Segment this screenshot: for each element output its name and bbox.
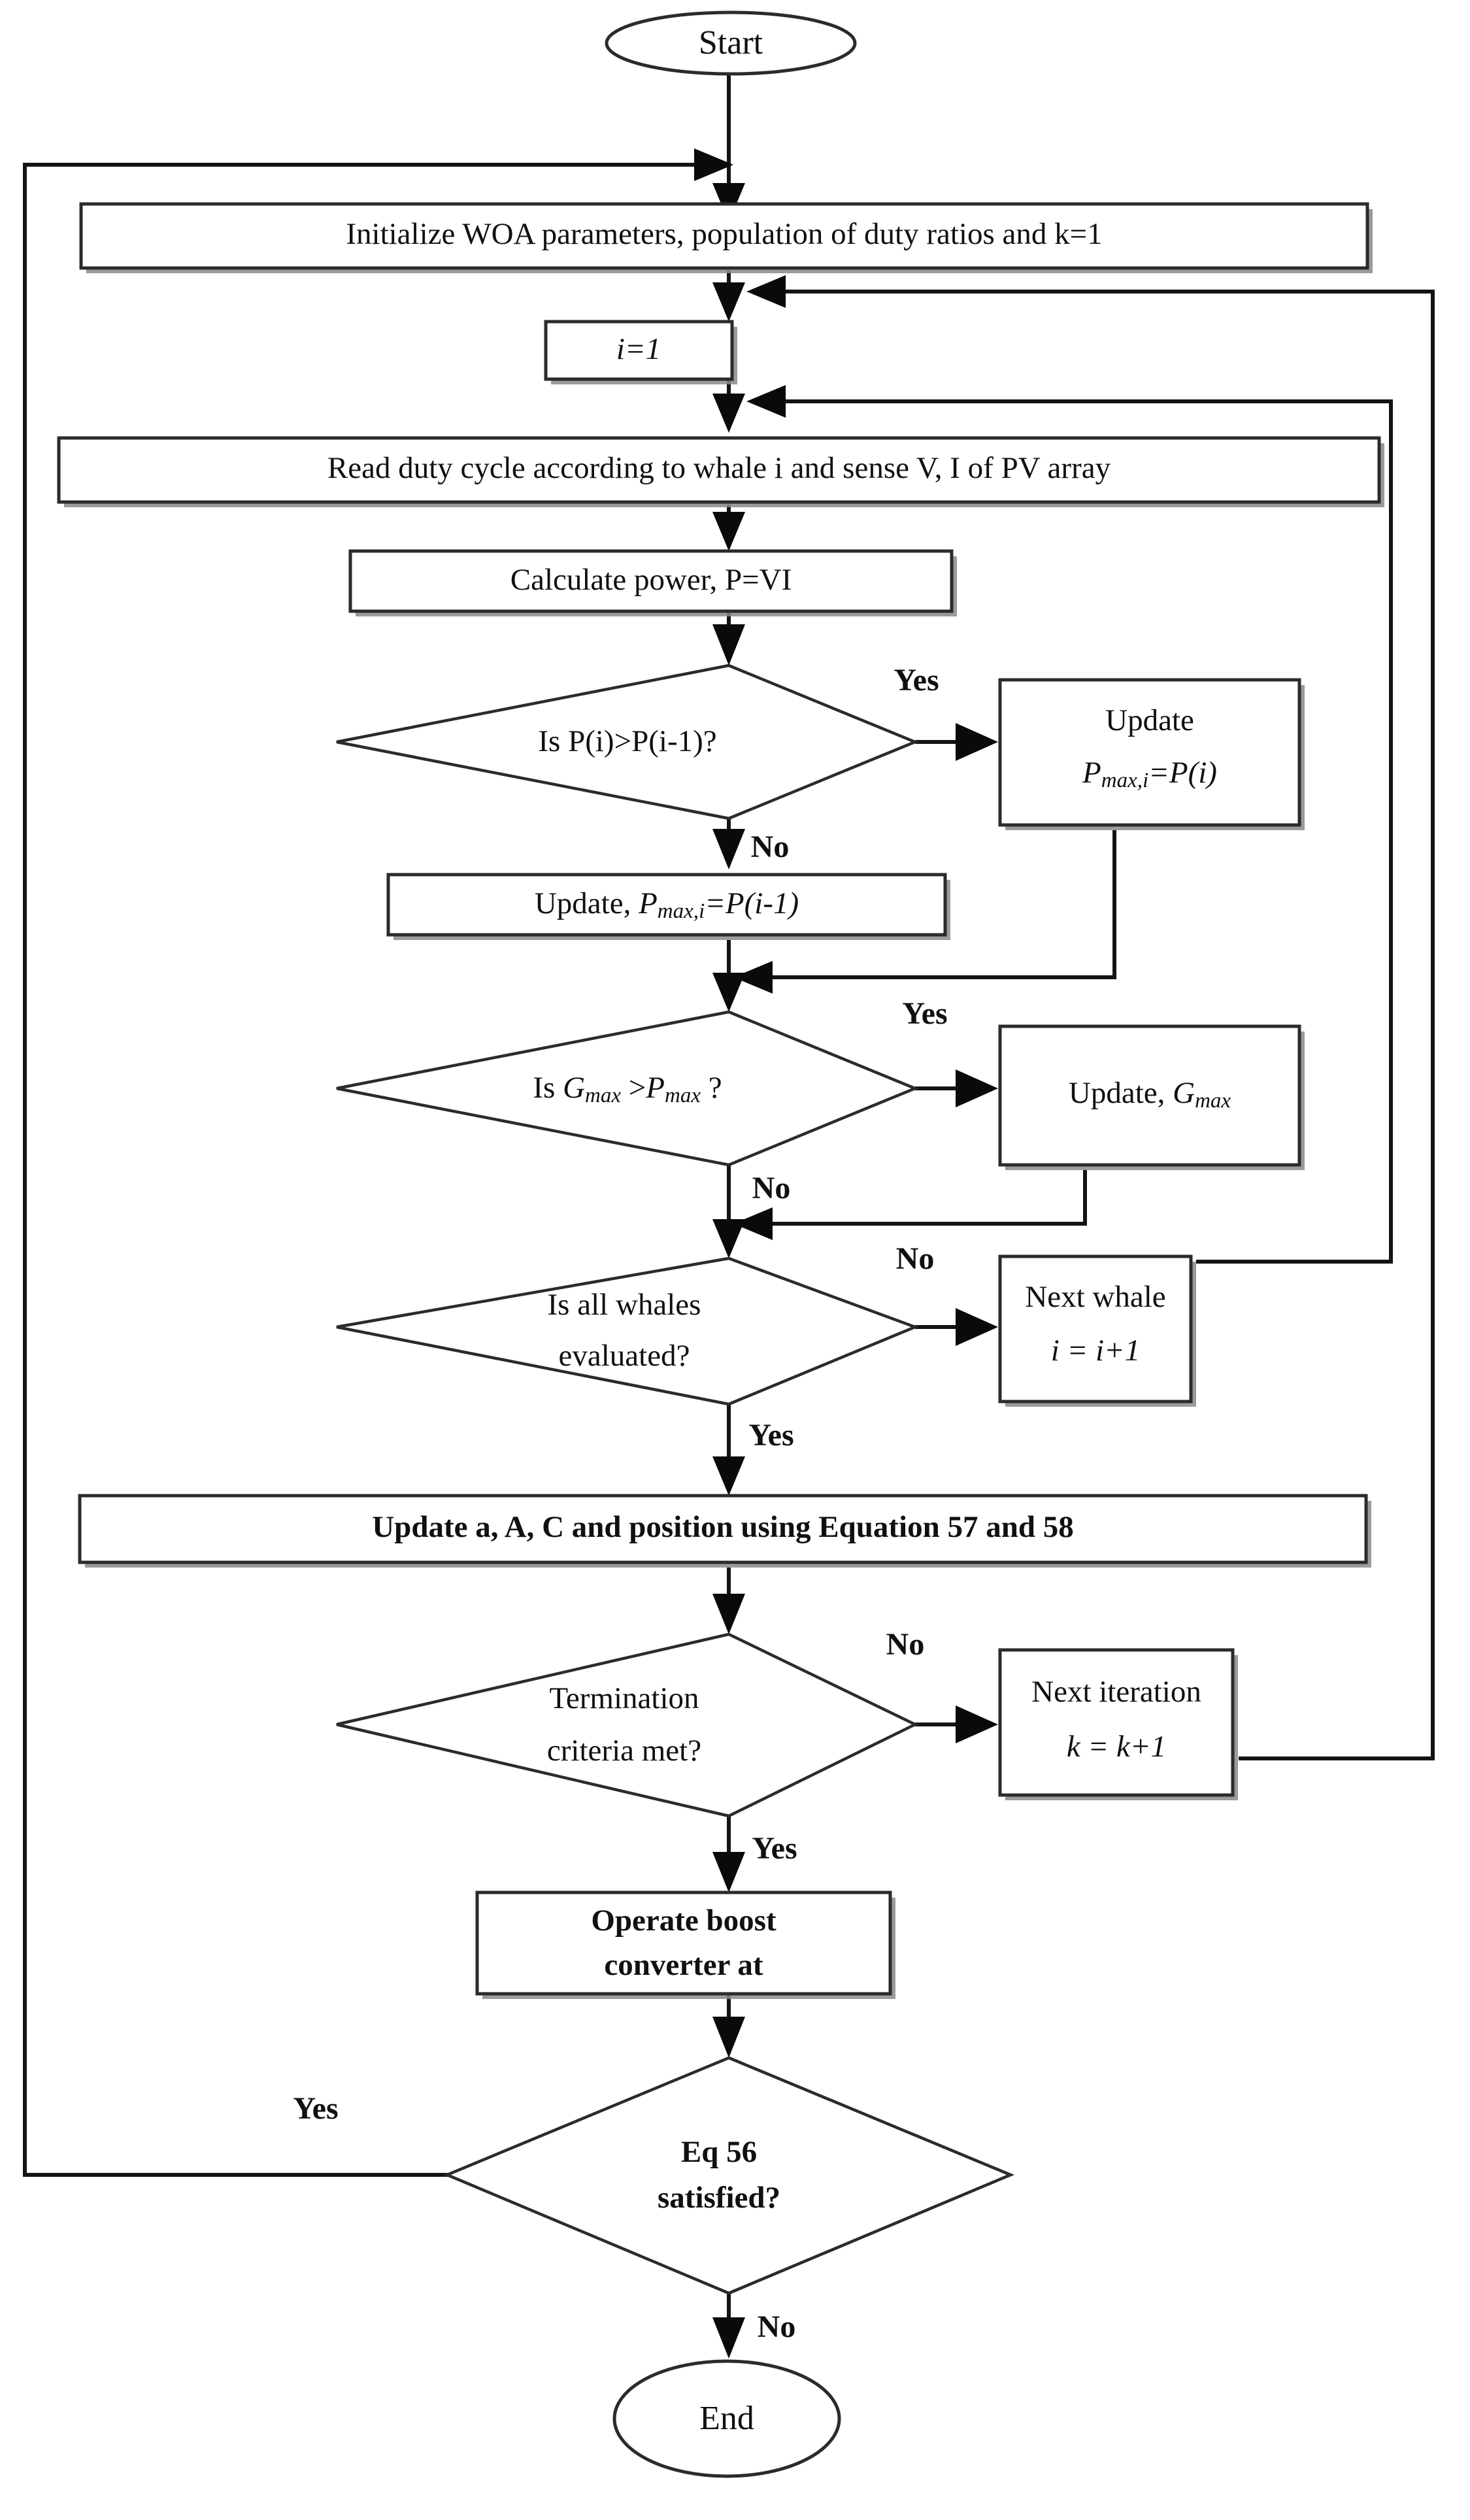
- node-decision-whales[interactable]: Is all whales evaluated?: [336, 1256, 920, 1406]
- node-end[interactable]: End: [612, 2359, 841, 2478]
- arrow-eq56-yes-feedback: [694, 148, 733, 181]
- arrow-updaac-to-decterm: [712, 1594, 745, 1634]
- node-next-iteration-line1: Next iteration: [1031, 1675, 1201, 1709]
- node-i-init-label: i=1: [616, 332, 661, 366]
- edge-nextwhale-feedback: [758, 399, 1393, 1264]
- arrow-decg-yes: [956, 1069, 998, 1107]
- arrow-calc-to-decp: [712, 624, 745, 665]
- node-i-init[interactable]: i=1: [544, 320, 737, 384]
- arrow-operate-to-eq56: [712, 2017, 745, 2058]
- node-calculate-power[interactable]: Calculate power, P=VI: [348, 549, 957, 616]
- arrow-decp-no: [712, 829, 745, 869]
- node-decision-eq56[interactable]: Eq 56 satisfied?: [443, 2056, 1014, 2295]
- node-update-pmax-i-line1: Update: [1105, 703, 1194, 737]
- arrow-init-to-i1: [712, 282, 745, 322]
- edge-label-whales-yes: Yes: [748, 1418, 793, 1453]
- edge-labels: Yes No Yes No No Yes No Yes Yes No: [293, 663, 947, 2344]
- node-next-whale[interactable]: Next whale i = i+1: [998, 1254, 1196, 1407]
- node-decision-whales-line1: Is all whales: [548, 1288, 701, 1322]
- arrow-decterm-no: [956, 1705, 998, 1743]
- node-update-pmax-i[interactable]: Update Pmax,i=P(i): [998, 678, 1305, 830]
- node-update-gmax-label: Update, Gmax: [1069, 1076, 1231, 1113]
- node-decision-eq56-line2: satisfied?: [658, 2181, 780, 2215]
- arrow-updpmaxi-merge: [733, 961, 773, 994]
- node-start[interactable]: Start: [605, 10, 857, 76]
- node-decision-termination-line2: criteria met?: [547, 1734, 701, 1768]
- node-update-pmax-im1-label: Update, Pmax,i=P(i-1): [535, 886, 799, 923]
- node-decision-gmax-label: Is Gmax >Pmax ?: [533, 1071, 722, 1107]
- node-update-pmax-im1[interactable]: Update, Pmax,i=P(i-1): [386, 873, 950, 940]
- node-operate-boost-line1: Operate boost: [591, 1904, 777, 1938]
- edge-updpmaxi-merge: [758, 830, 1116, 979]
- node-next-iteration-line2: k = k+1: [1067, 1730, 1166, 1764]
- arrow-read-to-calc: [712, 512, 745, 551]
- node-read-duty-cycle[interactable]: Read duty cycle according to whale i and…: [57, 436, 1384, 507]
- node-start-label: Start: [699, 24, 763, 61]
- node-end-label: End: [699, 2400, 754, 2437]
- arrow-decwhales-no: [956, 1308, 998, 1346]
- edge-eq56-yes-feedback: [23, 163, 703, 2177]
- arrow-i1-to-read: [712, 394, 745, 433]
- node-calculate-power-label: Calculate power, P=VI: [510, 563, 792, 597]
- node-decision-termination-line1: Termination: [549, 1681, 699, 1715]
- edge-label-whales-no: No: [896, 1241, 935, 1276]
- edge-label-eq56-no: No: [758, 2310, 796, 2344]
- node-update-aac-label: Update a, A, C and position using Equati…: [372, 1510, 1074, 1544]
- node-operate-boost[interactable]: Operate boost converter at: [475, 1890, 895, 1999]
- edge-label-eq56-yes: Yes: [293, 2091, 338, 2126]
- node-next-whale-line1: Next whale: [1025, 1280, 1165, 1314]
- arrow-decwhales-yes: [712, 1456, 745, 1496]
- arrow-updgmax-merge: [733, 1207, 773, 1240]
- node-decision-eq56-line1: Eq 56: [681, 2135, 757, 2169]
- arrow-nextiter-feedback: [746, 275, 786, 308]
- edge-updgmax-merge: [758, 1170, 1087, 1226]
- arrow-nextwhale-feedback: [746, 385, 786, 418]
- node-initialize[interactable]: Initialize WOA parameters, population of…: [79, 202, 1373, 273]
- edge-label-gmax-yes: Yes: [902, 996, 947, 1031]
- edge-label-power-no: No: [751, 830, 790, 864]
- arrow-eq56-no: [712, 2317, 745, 2359]
- arrow-decp-yes: [956, 723, 998, 761]
- edge-nextiter-feedback: [758, 290, 1435, 1760]
- node-decision-power[interactable]: Is P(i)>P(i-1)?: [336, 664, 919, 820]
- arrow-decterm-yes: [712, 1852, 745, 1892]
- node-operate-boost-line2: converter at: [604, 1948, 763, 1982]
- node-next-whale-line2: i = i+1: [1051, 1334, 1141, 1368]
- arrow-updpmax-to-decg: [712, 973, 745, 1012]
- arrow-decg-no: [712, 1219, 745, 1258]
- connectors: [23, 73, 1435, 2359]
- edge-label-gmax-no: No: [752, 1171, 791, 1205]
- node-read-duty-cycle-label: Read duty cycle according to whale i and…: [327, 451, 1111, 485]
- edge-label-termination-no: No: [886, 1627, 925, 1662]
- node-decision-gmax[interactable]: Is Gmax >Pmax ?: [336, 1010, 919, 1167]
- node-decision-termination[interactable]: Termination criteria met?: [336, 1632, 919, 1818]
- node-update-pmax-i-line2: Pmax,i=P(i): [1082, 756, 1217, 792]
- node-initialize-label: Initialize WOA parameters, population of…: [346, 217, 1102, 251]
- node-decision-power-label: Is P(i)>P(i-1)?: [538, 724, 716, 758]
- node-update-gmax[interactable]: Update, Gmax: [998, 1024, 1305, 1170]
- edge-label-termination-yes: Yes: [752, 1831, 797, 1866]
- node-decision-whales-line2: evaluated?: [559, 1339, 690, 1373]
- node-next-iteration[interactable]: Next iteration k = k+1: [998, 1648, 1238, 1800]
- edge-label-power-yes: Yes: [894, 663, 939, 697]
- node-update-aac[interactable]: Update a, A, C and position using Equati…: [78, 1494, 1371, 1568]
